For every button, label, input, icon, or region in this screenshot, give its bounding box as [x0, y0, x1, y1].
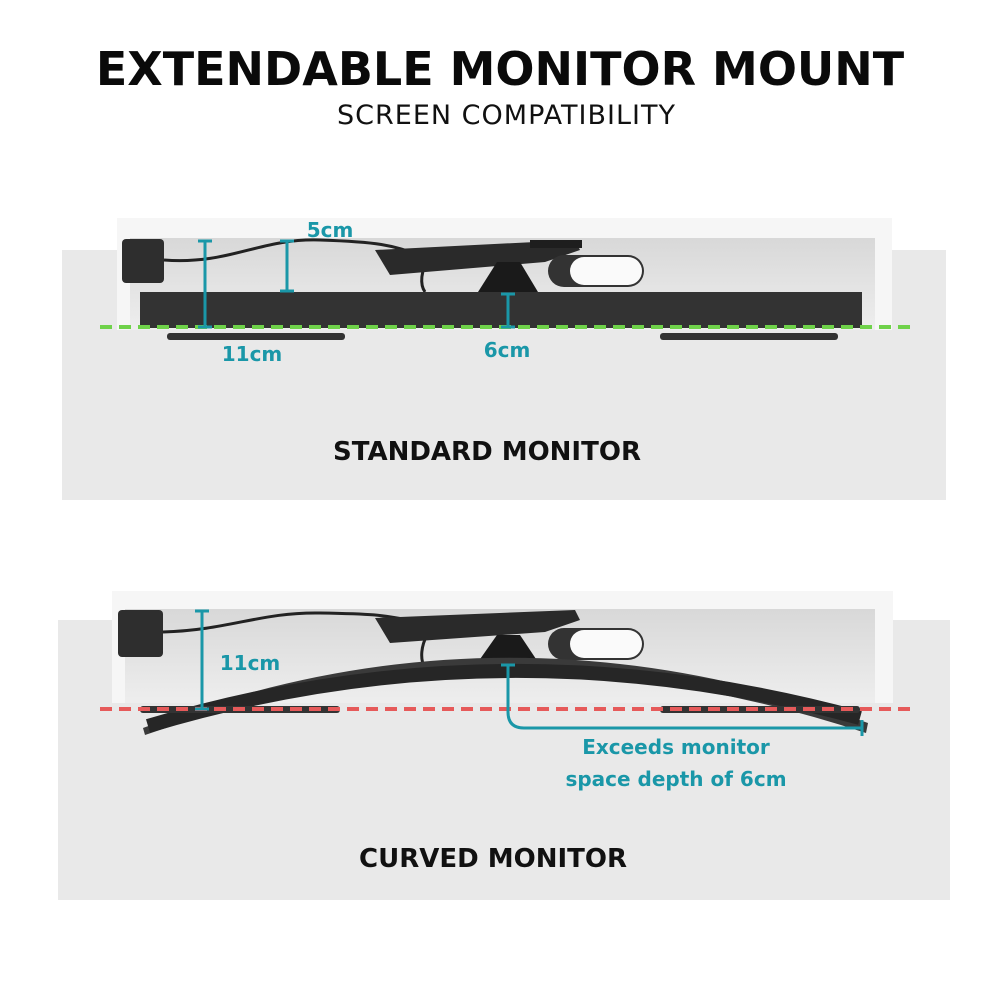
power-block-icon [118, 610, 163, 657]
cable [163, 238, 421, 263]
measure-11cm: 11cm [222, 342, 283, 366]
exceeds-note-line1: Exceeds monitor [582, 735, 770, 759]
panel-caption: STANDARD MONITOR [333, 437, 641, 467]
monitor-foot-left [167, 333, 345, 340]
page-subtitle: SCREEN COMPATIBILITY [337, 100, 676, 131]
measure-5cm: 5cm [307, 218, 354, 242]
curved-monitor-body [145, 663, 862, 733]
curved-monitor-panel: 11cm Exceeds monitor space depth of 6cm … [58, 591, 950, 900]
grommet-cover [570, 630, 642, 658]
measure-11cm: 11cm [220, 651, 281, 675]
flat-monitor [140, 292, 862, 328]
exceeds-note-line2: space depth of 6cm [565, 767, 786, 791]
mount-arm [375, 240, 580, 275]
measure-6cm: 6cm [484, 338, 531, 362]
dimension-markers [198, 239, 515, 329]
page-title: EXTENDABLE MONITOR MOUNT [95, 42, 905, 96]
panel-caption: CURVED MONITOR [359, 844, 627, 874]
monitor-foot-right [660, 333, 838, 340]
standard-monitor-panel: 5cm 11cm 6cm STANDARD MONITOR [62, 218, 946, 500]
arm-bracket [530, 240, 582, 248]
mount-joint [478, 262, 538, 292]
grommet-cover [570, 257, 642, 285]
cable [162, 611, 421, 634]
power-block-icon [122, 239, 164, 283]
mount-arm [375, 610, 580, 643]
mount-joint [478, 635, 538, 662]
dimension-markers [195, 609, 864, 736]
